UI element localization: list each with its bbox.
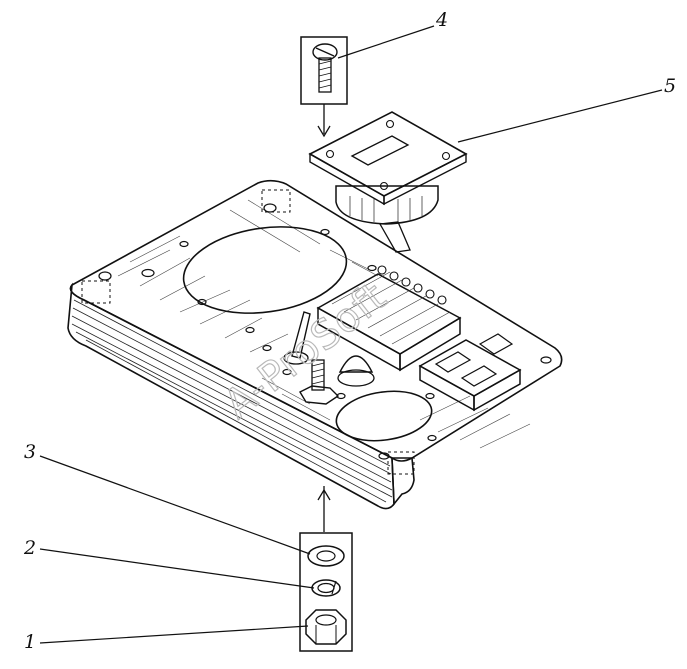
screw-detail-box [300, 36, 348, 138]
callout-4: 4 [435, 9, 448, 31]
rocker-switch-pair [418, 333, 522, 412]
leader-5 [457, 89, 663, 143]
panel-stud [299, 359, 340, 405]
callout-1: 1 [24, 631, 36, 653]
callout-5: 5 [664, 75, 676, 97]
watermark-text: A-ProSoft [216, 273, 396, 428]
leader-2 [39, 548, 315, 589]
callout-3: 3 [24, 441, 36, 463]
leader-lines [39, 25, 663, 644]
instrument-panel [67, 179, 563, 510]
callout-2: 2 [23, 537, 36, 559]
warning-lamp [337, 355, 375, 387]
leader-1 [39, 625, 309, 644]
leader-4 [337, 25, 435, 59]
gauge-module [308, 111, 468, 253]
leader-3 [39, 455, 311, 555]
fastener-detail-box [299, 486, 353, 652]
indicator-switch-block [316, 265, 462, 372]
toggle-switch [283, 311, 311, 365]
